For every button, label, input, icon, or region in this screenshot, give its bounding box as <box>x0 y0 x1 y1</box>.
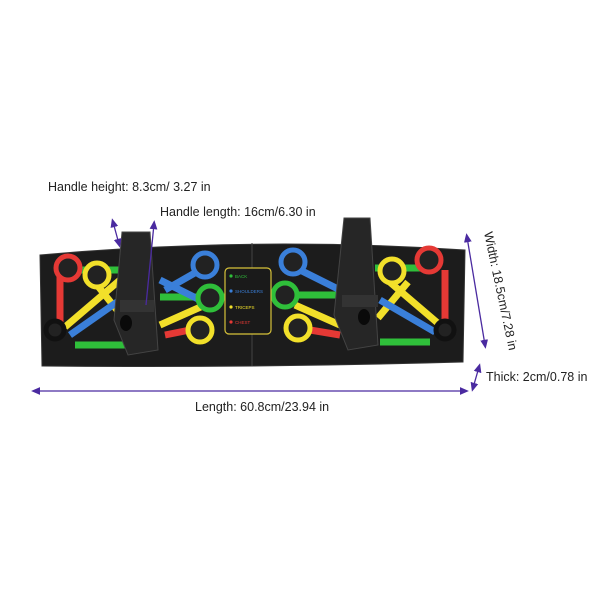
left-handle <box>113 231 159 356</box>
dimension-arrows <box>31 218 488 395</box>
right-handle <box>333 217 379 351</box>
handle-height-arrow <box>110 218 122 248</box>
panel-label-shoulders: SHOULDERS <box>235 289 263 294</box>
thick-arrow <box>470 363 482 392</box>
panel-label-chest: CHEST <box>235 320 251 325</box>
panel-label-back: BACK <box>235 274 247 279</box>
panel-label-triceps: TRICEPS <box>235 305 255 310</box>
handle-length-label: Handle length: 16cm/6.30 in <box>160 205 316 219</box>
handle-height-label: Handle height: 8.3cm/ 3.27 in <box>48 180 211 194</box>
panel-legend: BACK SHOULDERS TRICEPS CHEST <box>229 274 263 325</box>
color-rings <box>43 245 457 345</box>
thick-label: Thick: 2cm/0.78 in <box>486 370 588 384</box>
length-label: Length: 60.8cm/23.94 in <box>195 400 330 414</box>
width-arrow <box>464 233 488 349</box>
muscle-panel <box>224 267 272 335</box>
handle-length-arrow <box>145 220 158 306</box>
